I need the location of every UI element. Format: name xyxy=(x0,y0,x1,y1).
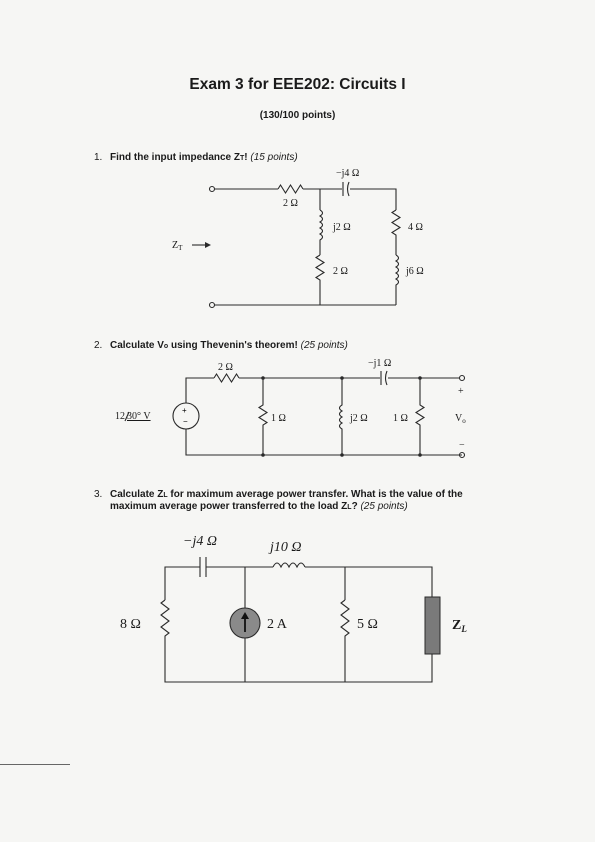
resistor-series-2 xyxy=(213,372,240,384)
label-r-right: 4 Ω xyxy=(408,222,423,233)
svg-text:+: + xyxy=(182,406,187,415)
label-zt: ZT xyxy=(172,240,183,252)
label-r-left: 2 Ω xyxy=(333,266,348,277)
resistor-3-left xyxy=(160,599,170,650)
label-r-series: 2 Ω xyxy=(283,198,298,209)
svg-text:−: − xyxy=(459,440,465,451)
resistor-series-1 xyxy=(277,183,304,195)
inductor-3 xyxy=(272,562,306,569)
capacitor-1-plate xyxy=(346,181,350,197)
inductor-left xyxy=(318,209,324,255)
label-ind-right: j6 Ω xyxy=(405,266,424,277)
inductor-2 xyxy=(338,378,344,455)
question-number: 1. xyxy=(94,152,103,163)
label-r2: 1 Ω xyxy=(393,413,408,424)
exam-title: Exam 3 for EEE202: Circuits I xyxy=(189,76,406,93)
label-r-mid: 5 Ω xyxy=(357,617,378,632)
circuit-3: −j4 Ω j10 Ω 8 Ω 2 A 5 Ω ZL xyxy=(120,534,467,683)
question-number: 3. xyxy=(94,489,103,500)
resistor-3-mid xyxy=(340,599,350,682)
terminal-vo-minus xyxy=(458,451,466,459)
question-points: (25 points) xyxy=(300,340,348,351)
label-load: ZL xyxy=(452,618,467,634)
terminal-top xyxy=(208,185,216,193)
label-ind-left: j2 Ω xyxy=(332,222,351,233)
svg-text:−: − xyxy=(183,417,188,426)
exam-points: (130/100 points) xyxy=(259,110,336,121)
question-2: 2.Calculate Vo using Thevenin's theorem!… xyxy=(94,340,348,351)
label-cap: −j1 Ω xyxy=(368,358,391,369)
label-r1: 1 Ω xyxy=(271,413,286,424)
question-1: 1.Find the input impedance ZT! (15 point… xyxy=(94,152,298,163)
page-edge-line xyxy=(0,764,70,765)
resistor-2b xyxy=(414,378,426,455)
load-impedance xyxy=(424,596,441,655)
resistor-left xyxy=(314,254,326,305)
question-number: 2. xyxy=(94,340,103,351)
label-r-left: 8 Ω xyxy=(120,617,141,632)
resistor-2a xyxy=(257,378,269,455)
label-ind: j10 Ω xyxy=(268,540,302,555)
label-vo: Vo xyxy=(455,413,466,425)
question-3: 3.Calculate ZL for maximum average power… xyxy=(94,489,463,512)
circuit-1: 2 Ω −j4 Ω j2 Ω 2 Ω 4 Ω j6 Ω ZT xyxy=(172,168,424,309)
inductor-right xyxy=(394,254,400,305)
question-points: (25 points) xyxy=(360,501,408,512)
label-ind: j2 Ω xyxy=(349,413,368,424)
resistor-right xyxy=(390,209,402,255)
svg-text:+: + xyxy=(458,386,464,397)
label-r-series: 2 Ω xyxy=(218,362,233,373)
label-cap: −j4 Ω xyxy=(183,534,217,549)
label-source: 2 A xyxy=(267,617,288,632)
question-points: (15 points) xyxy=(250,152,298,163)
label-cap: −j4 Ω xyxy=(336,168,359,179)
terminal-vo-plus xyxy=(458,374,466,382)
terminal-bottom xyxy=(208,301,216,309)
